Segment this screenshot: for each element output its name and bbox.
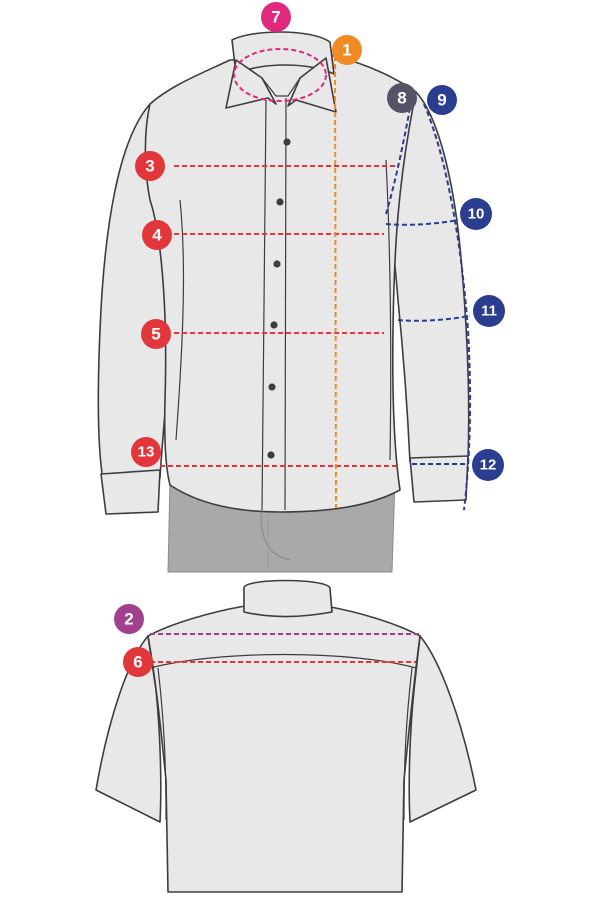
svg-text:1: 1 — [342, 41, 351, 60]
svg-text:2: 2 — [124, 610, 133, 629]
forearm-line — [397, 315, 471, 322]
front-view: 3 4 5 13 1 7 8 — [97, 2, 505, 573]
right-cuff — [409, 455, 469, 503]
back-body — [147, 605, 421, 893]
svg-text:4: 4 — [152, 226, 162, 245]
back-right-sleeve — [408, 635, 477, 823]
badge-hem: 13 — [131, 437, 161, 467]
back-badges: 2 6 — [114, 604, 153, 677]
svg-text:12: 12 — [480, 457, 497, 474]
badge-bicep: 10 — [460, 198, 492, 230]
shirt-body — [144, 54, 417, 513]
svg-text:7: 7 — [271, 8, 280, 27]
badge-sleeve-length: 9 — [427, 85, 457, 115]
badge-cuff: 12 — [472, 449, 504, 481]
armhole-line — [385, 107, 411, 215]
shirt-buttons — [267, 138, 291, 459]
front-badges: 3 4 5 13 1 7 8 — [131, 2, 505, 481]
badge-shoulder-width: 2 — [114, 604, 144, 634]
collar-line — [233, 48, 327, 102]
svg-text:3: 3 — [145, 157, 154, 176]
svg-text:9: 9 — [437, 91, 446, 110]
back-collar — [243, 579, 333, 618]
front-measurement-lines — [160, 48, 472, 511]
svg-text:13: 13 — [138, 444, 155, 461]
badge-collar: 7 — [261, 2, 291, 32]
length-line — [334, 55, 337, 509]
bicep-line — [385, 219, 459, 226]
svg-text:5: 5 — [151, 325, 160, 344]
shirt-collar — [225, 31, 337, 113]
back-view: 2 6 — [95, 579, 477, 893]
svg-text:8: 8 — [397, 89, 406, 108]
badge-back-width: 6 — [123, 647, 153, 677]
badge-chest: 3 — [135, 151, 165, 181]
badge-shoulder-point: 8 — [387, 83, 417, 113]
back-measurement-lines — [150, 633, 420, 663]
badge-forearm: 11 — [473, 295, 505, 327]
svg-text:10: 10 — [468, 206, 485, 223]
placket — [261, 97, 287, 511]
badge-waist: 4 — [142, 220, 172, 250]
svg-text:11: 11 — [481, 303, 497, 320]
left-cuff — [100, 469, 161, 515]
badge-length: 1 — [332, 35, 362, 65]
badge-hip: 5 — [141, 319, 171, 349]
sleeve-length-line — [423, 103, 472, 511]
svg-text:6: 6 — [133, 653, 142, 672]
